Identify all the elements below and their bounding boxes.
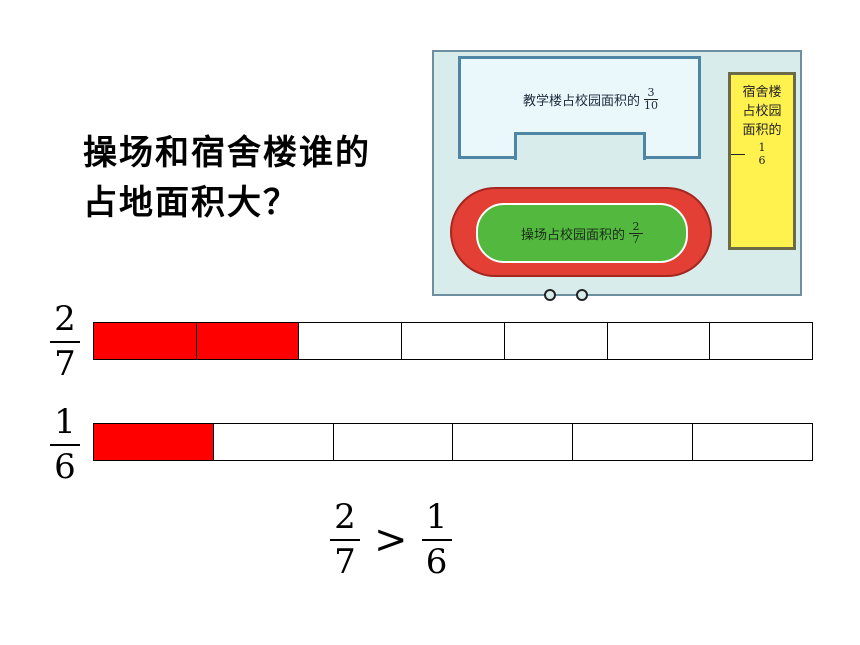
strip-1-denominator: 7: [54, 344, 76, 384]
shaded-part: [94, 424, 214, 460]
question-text: 操场和宿舍楼谁的 占地面积大？: [83, 128, 371, 228]
comparison-right-num: 1: [425, 497, 448, 537]
field-label-text: 操场占校园面积的: [520, 227, 625, 243]
question-line-2: 占地面积大？: [83, 183, 299, 223]
comparison-left-den: 7: [334, 542, 356, 582]
dormitory: 宿舍楼 占校园 面积的 1 6: [728, 72, 796, 250]
comparison-left-fraction: 2 7: [330, 498, 360, 581]
gate-post-right: [576, 289, 588, 301]
dorm-fraction-num: 1: [758, 141, 766, 154]
question-line-1: 操场和宿舍楼谁的: [83, 133, 371, 173]
comparison-left-num: 2: [334, 497, 356, 537]
empty-part: [693, 424, 812, 460]
comparison-right-den: 6: [425, 542, 448, 582]
shaded-part: [94, 323, 197, 359]
empty-part: [505, 323, 608, 359]
strip-1-fraction: 2 7: [50, 300, 80, 383]
strip-2-numerator: 1: [54, 402, 76, 442]
empty-part: [453, 424, 574, 460]
building-label: 教学楼占校园面积的 3 10: [523, 86, 659, 112]
dorm-fraction-den: 6: [758, 154, 766, 167]
building-fraction-num: 3: [647, 86, 655, 99]
dorm-fraction: 1 6: [731, 142, 793, 167]
empty-part: [573, 424, 694, 460]
building-notch: [514, 132, 646, 160]
building-label-text: 教学楼占校园面积的: [523, 94, 641, 109]
shaded-part: [196, 323, 300, 359]
playground-field: 操场占校园面积的 2 7: [476, 203, 688, 263]
fraction-strip-sixths: [93, 423, 813, 461]
empty-part: [214, 424, 334, 460]
empty-part: [710, 323, 812, 359]
comparison: 2 7 > 1 6: [330, 498, 452, 581]
field-fraction: 2 7: [629, 219, 643, 246]
fraction-strip-sevenths: [93, 322, 813, 360]
building-fraction: 3 10: [644, 86, 659, 112]
running-track: 操场占校园面积的 2 7: [450, 187, 712, 277]
comparison-right-fraction: 1 6: [421, 497, 452, 582]
field-fraction-den: 7: [632, 232, 640, 246]
strip-1-numerator: 2: [54, 299, 76, 339]
building-fraction-den: 10: [644, 99, 659, 112]
empty-part: [299, 323, 403, 359]
empty-part: [334, 424, 454, 460]
dorm-label-2: 占校园: [742, 104, 782, 119]
dorm-label-3: 面积的: [742, 123, 782, 138]
empty-part: [402, 323, 505, 359]
empty-part: [608, 323, 711, 359]
greater-than-symbol: >: [374, 516, 408, 563]
field-fraction-num: 2: [632, 219, 640, 233]
strip-2-fraction: 1 6: [50, 403, 80, 486]
strip-2-denominator: 6: [54, 447, 76, 487]
campus-map: 教学楼占校园面积的 3 10 宿舍楼 占校园 面积的 1 6 操场占校园面积的 …: [432, 50, 802, 301]
dorm-label-1: 宿舍楼: [742, 85, 782, 100]
gate-post-left: [544, 289, 556, 301]
